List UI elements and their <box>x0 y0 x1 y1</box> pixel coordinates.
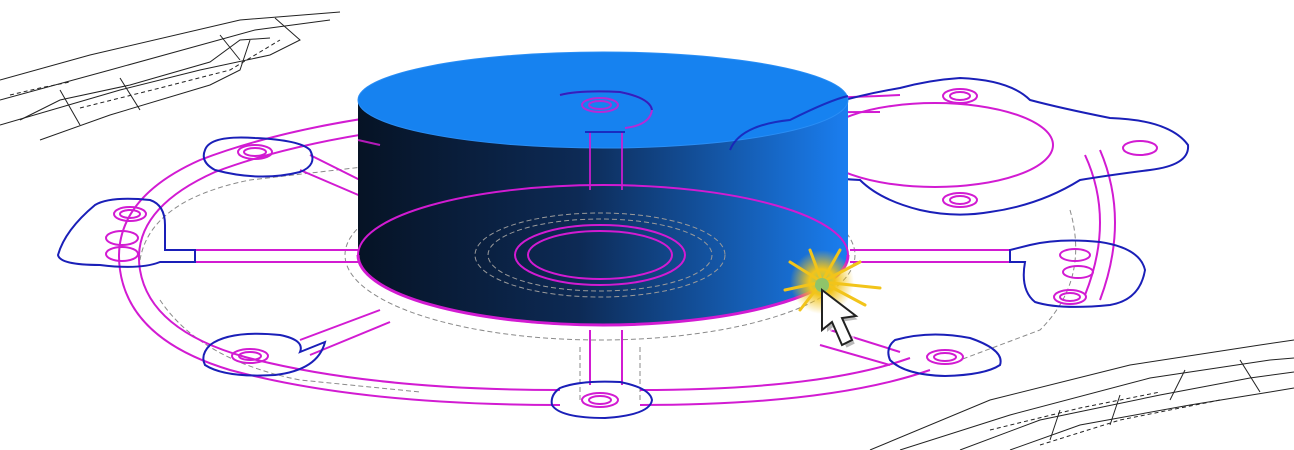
arrow-pointer-icon <box>821 287 863 351</box>
reference-edge-bottom-right <box>869 339 1294 450</box>
extruded-cylinder[interactable] <box>356 51 850 327</box>
spark-burst-icon <box>783 248 882 314</box>
cylinder-side-face[interactable] <box>358 100 848 325</box>
cylinder-top-face[interactable] <box>358 52 848 148</box>
reference-edge-top-left <box>0 11 341 141</box>
